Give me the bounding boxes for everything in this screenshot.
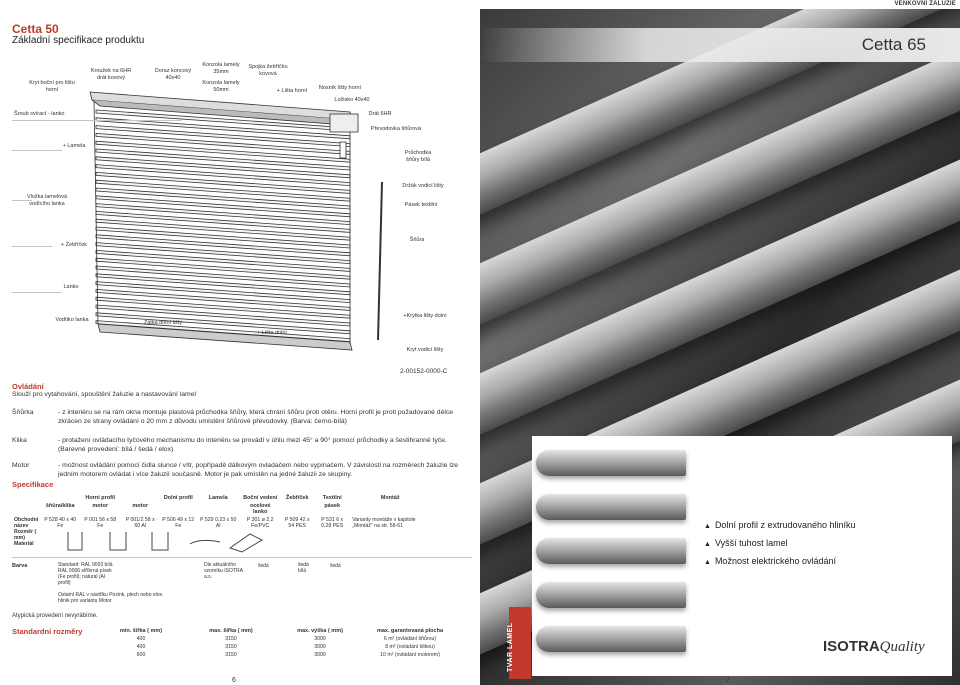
label-kryt-vodici: Kryt vodicí lišty	[406, 347, 444, 353]
label-drat: Drát 6HR	[368, 111, 392, 117]
ovladani-intro: Slouží pro vytahování, spouštění žaluzie…	[12, 391, 197, 398]
ovladani-heading: Ovládání	[12, 382, 44, 391]
item-name-motor: Motor	[12, 462, 30, 469]
label-prevodovka: Převodovka šňůrová	[370, 126, 422, 132]
item-name-klika: Klika	[12, 437, 27, 444]
triangle-icon: ▲	[704, 541, 711, 548]
label-pruchodka: Průchodka šňůry bílá	[404, 150, 432, 163]
label-voditko: Vodítko lanka	[55, 317, 89, 323]
feature-3: ▲Možnost elektrického ovládání	[704, 556, 837, 566]
label-krouzek: Kroužek na 6HR drát kovový	[90, 68, 132, 81]
barva-zebricek: šedá bílá	[298, 562, 309, 574]
model-banner	[480, 28, 960, 62]
barva-label: Barva	[12, 563, 28, 569]
barva-main: Standard: RAL 9003 bílá RAL 9006 stříbrn…	[58, 562, 113, 586]
barva-extra: Ostatní RAL v nástřiku Pozink, plech neb…	[58, 592, 164, 604]
label-kryt-bocni: Kryt boční pro lištu horní	[29, 80, 75, 93]
label-zebricek: + Žebříček	[60, 242, 88, 248]
page-subtitle: Základní specifikace produktu	[12, 35, 145, 46]
feature-2: ▲Vyšší tuhost lamel	[704, 538, 788, 548]
item-text-klika: - protažení ovládacího tyčového mechanis…	[58, 437, 447, 453]
triangle-icon: ▲	[704, 559, 711, 566]
spec-heading: Specifikace	[12, 480, 54, 489]
label-snura: Šňůra	[409, 237, 425, 243]
triangle-icon: ▲	[704, 523, 711, 530]
label-lozisko: Ložisko 40x40	[334, 97, 370, 103]
rozmery-heading: Standardní rozměry	[12, 627, 83, 636]
page-number-left: 6	[232, 677, 236, 684]
barva-pasek: šedá	[330, 563, 341, 569]
page-title: Cetta 50	[12, 22, 59, 36]
atyp-note: Atypická provedení nevyrábíme.	[12, 613, 98, 619]
label-doraz: Doraz koncový 40x40	[154, 68, 192, 81]
tvar-band	[509, 607, 531, 679]
diagram-code: 2-00152-0000-C	[400, 368, 448, 375]
label-lanko: Lanko	[63, 284, 79, 290]
label-lista-dolni: + Lišta dolní	[257, 330, 287, 336]
label-pasek: Pásek textilní	[404, 202, 438, 208]
label-vlozka: Vložka lamelová vodícího lanka	[26, 194, 68, 207]
barva-vedeni: šedá	[258, 563, 269, 569]
label-sroub: Šroub svírací - lanko	[14, 111, 65, 117]
label-zatka: Zátka dolní lišty	[143, 320, 183, 326]
item-text-motor: - možnost ovládání pomocí čidla slunce /…	[58, 462, 459, 478]
label-spojka: Spojka žebříčku kovová	[248, 64, 288, 77]
label-konzola50: Konzola lamely 50mm	[202, 80, 240, 93]
item-text-snurka: - z interiéru se na rám okna montuje pla…	[58, 409, 454, 425]
page-number-right: 7	[726, 677, 730, 684]
label-drzak: Držák vodicí lišty	[402, 183, 444, 189]
spec-table: Horní profil Dolní profil Lamela Boční v…	[12, 494, 430, 548]
blind-diagram	[89, 91, 383, 351]
item-name-snurka: Šňůrka	[12, 409, 34, 416]
feature-1: ▲Dolní profil z extrudovaného hliníku	[704, 520, 856, 530]
barva-lamela: Dle aktuálního vzorníku ISOTRA a.s.	[204, 562, 243, 580]
brand-label: VENKOVNÍ ŽALUZIE	[894, 1, 956, 7]
label-lamela: + Lamela	[62, 143, 86, 149]
profile-sketches	[67, 532, 264, 553]
model-name: Cetta 65	[861, 35, 926, 54]
label-krytka: +Krytka lišty dolní	[403, 313, 447, 319]
table-row: Obchodní název Rozměr ( mm) Materiál P 5…	[14, 517, 416, 547]
label-konzola35: Konzola lamely 35mm	[202, 62, 240, 75]
label-nosnik: Nosník lišty horní	[318, 85, 362, 91]
label-lista-horni: + Lišta horní	[276, 88, 308, 94]
feature-card: ▲Dolní profil z extrudovaného hliníku ▲V…	[532, 436, 952, 676]
isotra-logo: ISOTRAQuality	[823, 638, 925, 655]
tvar-label: TVAR LAMEL	[507, 622, 514, 672]
rozmery-table: min. šířka ( mm) max. šířka ( mm) max. v…	[100, 627, 460, 659]
